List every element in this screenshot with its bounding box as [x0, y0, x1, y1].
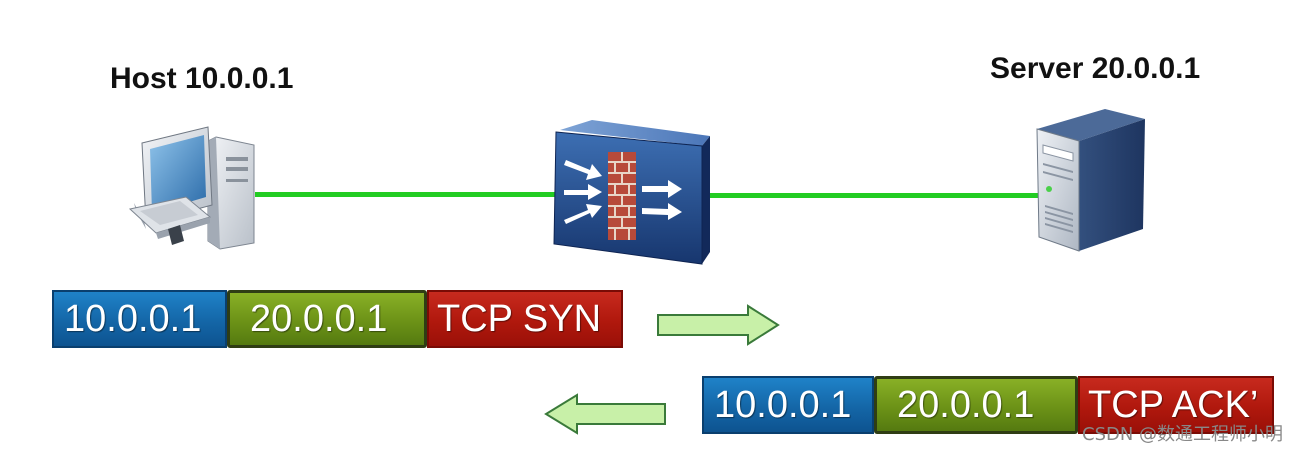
packet-ack: 10.0.0.1 20.0.0.1 TCP ACK’ [702, 376, 1274, 434]
packet-src-ip: 10.0.0.1 [702, 376, 874, 434]
arrow-left-icon [543, 393, 667, 440]
host-label: Host 10.0.0.1 [110, 62, 294, 95]
packet-dst-ip: 20.0.0.1 [227, 290, 427, 348]
packet-protocol: TCP SYN [427, 290, 623, 348]
server-label: Server 20.0.0.1 [990, 52, 1201, 85]
packet-syn: 10.0.0.1 20.0.0.1 TCP SYN [52, 290, 623, 348]
link-host-firewall [255, 192, 560, 197]
arrow-right-icon [656, 304, 782, 351]
packet-protocol: TCP ACK’ [1078, 376, 1274, 434]
packet-src-ip: 10.0.0.1 [52, 290, 227, 348]
packet-dst-ip: 20.0.0.1 [874, 376, 1078, 434]
server-tower-icon [1035, 105, 1147, 258]
firewall-icon [552, 118, 714, 273]
link-firewall-server [705, 193, 1045, 198]
desktop-pc-icon [128, 125, 260, 255]
watermark: CSDN @数通工程师小明 [1082, 424, 1284, 445]
